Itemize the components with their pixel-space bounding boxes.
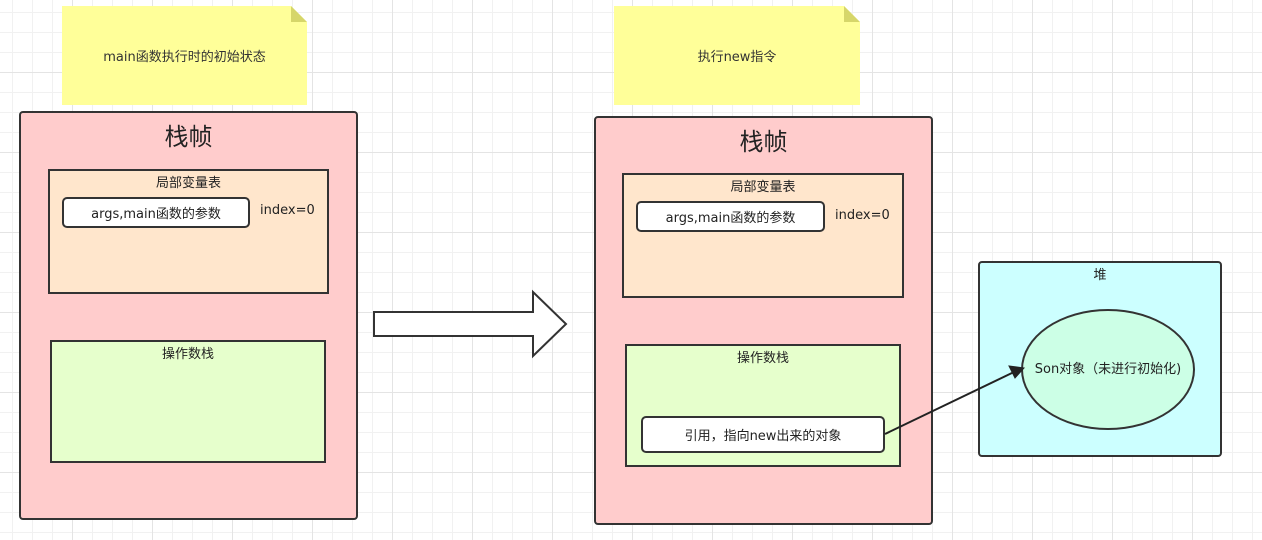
local-var-args-right-text: args,main函数的参数 [665, 211, 796, 226]
note-initial-state-text: main函数执行时的初始状态 [103, 50, 266, 65]
local-var-args-left-text: args,main函数的参数 [91, 207, 221, 222]
note-fold-corner [291, 6, 307, 22]
note-execute-new: 执行new指令 [614, 6, 860, 105]
operand-stack-left: 操作数栈 [50, 340, 326, 463]
local-index-left: index=0 [260, 203, 315, 218]
heap-object-son: Son对象（未进行初始化) [1021, 309, 1195, 430]
local-index-right: index=0 [835, 208, 890, 223]
local-var-args-left: args,main函数的参数 [62, 197, 250, 228]
transition-arrow [373, 289, 568, 359]
local-variable-table-left: 局部变量表 [48, 169, 329, 294]
note-fold-corner [844, 6, 860, 22]
heap-title: 堆 [1093, 268, 1107, 283]
operand-stack-left-title: 操作数栈 [161, 347, 214, 362]
note-initial-state: main函数执行时的初始状态 [62, 6, 307, 105]
operand-ref-item-text: 引用，指向new出来的对象 [684, 429, 842, 444]
local-variable-table-left-title: 局部变量表 [155, 176, 221, 191]
local-var-args-right: args,main函数的参数 [636, 201, 825, 232]
operand-stack-right-title: 操作数栈 [736, 351, 789, 366]
heap-object-son-label: Son对象（未进行初始化) [1034, 361, 1182, 377]
local-variable-table-right: 局部变量表 [622, 173, 904, 298]
note-execute-new-text: 执行new指令 [697, 50, 777, 65]
local-variable-table-right-title: 局部变量表 [730, 180, 796, 195]
stack-frame-left-title: 栈帧 [164, 123, 213, 151]
operand-ref-item: 引用，指向new出来的对象 [641, 416, 885, 453]
stack-frame-right-title: 栈帧 [739, 128, 788, 156]
